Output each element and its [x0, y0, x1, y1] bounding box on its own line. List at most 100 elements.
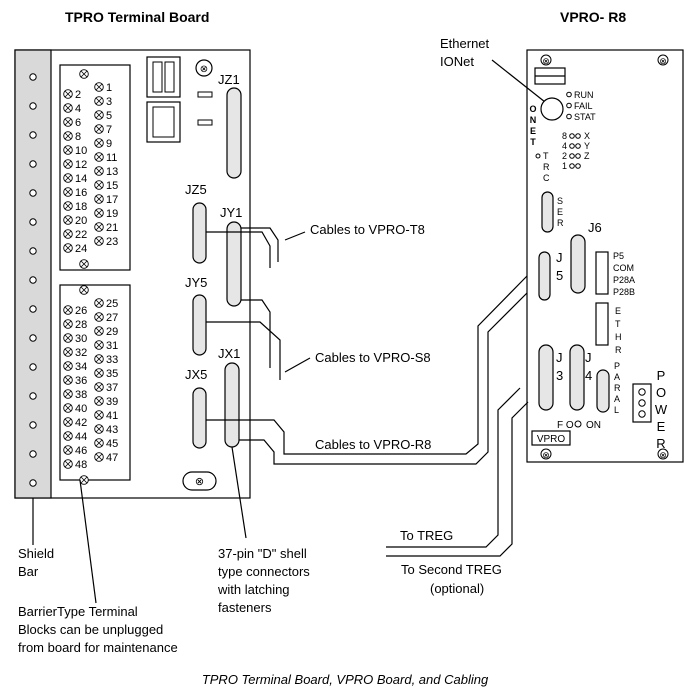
id-axis-label: X [584, 131, 590, 141]
id-row-label: 4 [562, 141, 567, 151]
tpro-component-b [197, 119, 213, 126]
terminal-number-even: 48 [75, 459, 87, 471]
paral-letter: L [614, 405, 619, 415]
terminal-number-even: 8 [75, 131, 81, 143]
power-pin-3 [638, 410, 646, 418]
shield-hole [29, 421, 37, 429]
terminal-screw-slash [64, 362, 72, 370]
paral-letter: R [614, 383, 621, 393]
terminal-number-even: 18 [75, 201, 87, 213]
p5-label: P28A [613, 275, 635, 285]
p5-label: P28B [613, 287, 635, 297]
jx5-connector[interactable] [192, 387, 207, 449]
terminal-screw-slash [80, 476, 88, 484]
ethr-letter: T [615, 319, 621, 329]
p5-connector[interactable] [595, 251, 609, 295]
paral-connector[interactable] [596, 369, 610, 413]
id-row-label: 8 [562, 131, 567, 141]
terminal-screw-slash [95, 327, 103, 335]
terminal-screw-slash [95, 237, 103, 245]
j3-letter: 3 [556, 368, 563, 383]
onet-letter: T [530, 137, 536, 147]
j4-letter: 4 [585, 368, 592, 383]
j3-letter: J [556, 350, 563, 365]
terminal-number-even: 44 [75, 431, 87, 443]
terminal-screw-slash [64, 230, 72, 238]
jy1-connector[interactable] [226, 221, 242, 307]
vpro-screw-br [657, 448, 669, 460]
cable-r8-b [239, 281, 539, 465]
terminal-number-even: 32 [75, 347, 87, 359]
ethernet-port[interactable] [540, 97, 564, 121]
shield-hole [29, 189, 37, 197]
j5-connector[interactable] [538, 251, 551, 301]
callout-r8: Cables to VPRO-R8 [315, 437, 431, 452]
terminal-screw-slash [95, 125, 103, 133]
jz1-label: JZ1 [218, 72, 240, 87]
jz5-label: JZ5 [185, 182, 207, 197]
terminal-number-even: 28 [75, 319, 87, 331]
jy5-connector[interactable] [192, 294, 207, 356]
j3-label: J3 [556, 350, 563, 383]
callout-treg: To TREG [400, 528, 453, 543]
shield-hole [29, 218, 37, 226]
terminal-number-even: 38 [75, 389, 87, 401]
terminal-number-odd: 31 [106, 340, 118, 352]
terminal-screw-slash [95, 223, 103, 231]
tpro-screw-x-top: ⊗ [200, 64, 208, 75]
terminal-number-even: 26 [75, 305, 87, 317]
vpro-screw-tl [540, 54, 552, 66]
terminal-screw-slash [64, 390, 72, 398]
led-label: FAIL [574, 101, 593, 111]
id-switch-dot [569, 153, 575, 159]
shield-hole [29, 363, 37, 371]
p5-label: COM [613, 263, 634, 273]
terminal-number-odd: 5 [106, 110, 112, 122]
j6-connector[interactable] [570, 234, 586, 294]
terminal-screw-slash [95, 313, 103, 321]
terminal-number-even: 34 [75, 361, 87, 373]
ethr-connector[interactable] [595, 302, 609, 346]
tor-led [535, 153, 541, 159]
callout-barrier-line2: Blocks can be unplugged [18, 622, 163, 637]
terminal-screw-slash [95, 209, 103, 217]
terminal-screw-slash [64, 104, 72, 112]
cable-s8-b [206, 321, 281, 380]
jx1-connector[interactable] [224, 362, 240, 448]
shield-hole [29, 334, 37, 342]
tpro-relay-bottom-window [152, 106, 175, 138]
j3-connector[interactable] [538, 344, 554, 411]
terminal-screw-slash [95, 397, 103, 405]
j4-connector[interactable] [569, 344, 585, 411]
p5-label: P5 [613, 251, 624, 261]
terminal-number-odd: 45 [106, 438, 118, 450]
shield-hole [29, 102, 37, 110]
jz1-connector[interactable] [226, 87, 242, 179]
terminal-number-even: 6 [75, 117, 81, 129]
vpro-screw-bl-x: ⊗ [542, 450, 550, 460]
terminal-screw-slash [64, 404, 72, 412]
callout-barrier-line3: from board for maintenance [18, 640, 178, 655]
ser-port[interactable] [541, 191, 554, 233]
j6-label: J6 [588, 220, 602, 235]
terminal-screw-slash [95, 299, 103, 307]
power-pin-2 [638, 399, 646, 407]
terminal-screw-slash [64, 446, 72, 454]
terminal-screw-slash [64, 348, 72, 356]
callout-shield-line2: Bar [18, 564, 39, 579]
tpro-screw-x-bottom: ⊗ [195, 476, 204, 488]
ser-letter: S [557, 196, 563, 206]
terminal-number-odd: 7 [106, 124, 112, 136]
terminal-screw-slash [95, 383, 103, 391]
ethr-letter: R [615, 345, 622, 355]
terminal-number-even: 14 [75, 173, 87, 185]
jz5-connector[interactable] [192, 202, 207, 264]
terminal-screw-slash [95, 355, 103, 363]
vpro-title: VPRO- R8 [560, 9, 626, 25]
terminal-screw-slash [64, 202, 72, 210]
on-label: ON [586, 420, 601, 431]
